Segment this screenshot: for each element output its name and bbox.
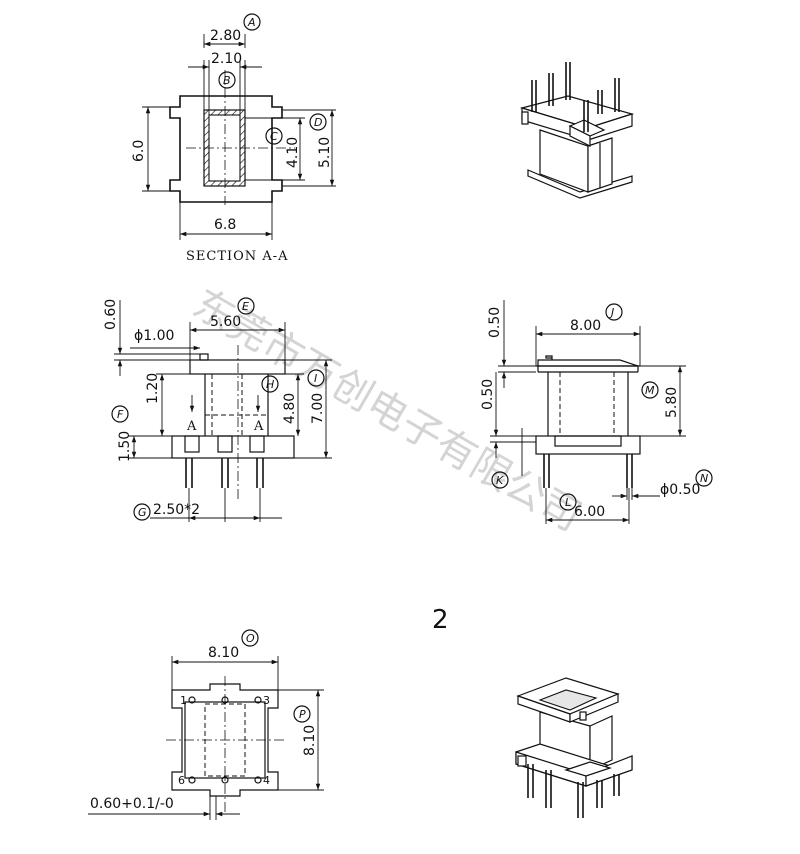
balloon-c: C bbox=[265, 127, 283, 145]
dim-k050-label: 0.50 bbox=[480, 379, 496, 410]
svg-text:G: G bbox=[138, 506, 147, 519]
dim-m-label: 5.80 bbox=[664, 387, 680, 418]
isometric-view-pins-up bbox=[519, 62, 635, 199]
balloon-g: G bbox=[133, 503, 151, 521]
bottom-view: 1 3 6 4 8.10 8.10 0.60+0.1/-0 O P bbox=[88, 629, 324, 820]
balloon-a: A bbox=[243, 13, 261, 31]
isometric-view-top bbox=[515, 677, 633, 818]
balloon-m: M bbox=[641, 381, 659, 399]
dim-h120-label: 1.20 bbox=[145, 373, 161, 404]
balloon-f: F bbox=[111, 405, 129, 423]
svg-text:B: B bbox=[223, 74, 231, 87]
dim-pin-dia-label: ϕ1.00 bbox=[134, 328, 174, 344]
svg-text:I: I bbox=[314, 372, 317, 385]
dim-p-label: 8.10 bbox=[302, 725, 318, 756]
svg-text:F: F bbox=[117, 408, 124, 421]
svg-text:K: K bbox=[496, 474, 504, 487]
dim-l-label: 6.00 bbox=[574, 504, 605, 520]
dim-width-label: 6.8 bbox=[214, 217, 236, 233]
dim-top-label: 0.60 bbox=[103, 299, 119, 330]
dim-a-label: 2.80 bbox=[210, 28, 241, 44]
side-view: 8.00 0.50 0.50 5.80 6.00 ϕ0.50 J K L M N bbox=[480, 300, 713, 524]
dim-height-label: 6.0 bbox=[131, 140, 147, 162]
pin-number-1: 1 bbox=[180, 694, 187, 707]
svg-text:N: N bbox=[700, 472, 708, 485]
svg-text:D: D bbox=[314, 116, 322, 129]
dim-e-label: 5.60 bbox=[210, 314, 241, 330]
dim-d-label: 5.10 bbox=[317, 137, 333, 168]
section-mark-right: A bbox=[253, 419, 264, 434]
balloon-o: O bbox=[241, 629, 259, 647]
watermark: 东莞市万创电子有限公司 bbox=[185, 281, 589, 541]
pin-number-3: 3 bbox=[263, 694, 270, 707]
dim-n-label: ϕ0.50 bbox=[660, 482, 700, 498]
balloon-p: P bbox=[293, 705, 311, 723]
section-a-a-view: 2.80 2.10 6.0 6.8 4.10 5.10 SECTION A-A … bbox=[131, 13, 336, 264]
dim-c-label: 4.10 bbox=[285, 137, 301, 168]
pin-number-6: 6 bbox=[178, 774, 185, 787]
dim-g-label: 2.50*2 bbox=[153, 502, 200, 518]
dim-b-label: 2.10 bbox=[211, 51, 242, 67]
dim-j050-label: 0.50 bbox=[487, 307, 503, 338]
svg-text:H: H bbox=[266, 378, 274, 391]
balloon-k: K bbox=[491, 471, 509, 489]
balloon-i: I bbox=[307, 369, 325, 387]
balloon-b: B bbox=[218, 71, 236, 89]
balloon-d: D bbox=[309, 113, 327, 131]
dim-j-label: 8.00 bbox=[570, 318, 601, 334]
svg-text:O: O bbox=[246, 632, 255, 645]
svg-text:A: A bbox=[247, 16, 256, 29]
dim-f-label: 1.50 bbox=[117, 431, 133, 462]
section-caption: SECTION A-A bbox=[186, 249, 288, 264]
dim-slot-label: 0.60+0.1/-0 bbox=[90, 796, 174, 812]
dim-i-label: 7.00 bbox=[310, 393, 326, 424]
section-mark-left: A bbox=[186, 419, 197, 434]
balloon-l: L bbox=[559, 493, 577, 511]
svg-text:J: J bbox=[609, 306, 614, 319]
svg-text:L: L bbox=[565, 496, 571, 509]
svg-text:P: P bbox=[299, 708, 306, 721]
balloon-j: J bbox=[605, 303, 623, 321]
balloon-n: N bbox=[695, 469, 713, 487]
svg-text:M: M bbox=[645, 384, 655, 397]
balloon-h: H bbox=[261, 375, 279, 393]
pin-number-4: 4 bbox=[263, 774, 270, 787]
page-number: 2 bbox=[432, 605, 449, 635]
dim-o-label: 8.10 bbox=[208, 645, 239, 661]
svg-text:C: C bbox=[270, 130, 278, 143]
balloon-e: E bbox=[237, 297, 255, 315]
svg-text:E: E bbox=[242, 300, 249, 313]
dim-h-label: 4.80 bbox=[282, 393, 298, 424]
front-view: A A 5.60 ϕ1.00 0.60 1.20 1.50 4.80 7.00 bbox=[103, 297, 332, 522]
